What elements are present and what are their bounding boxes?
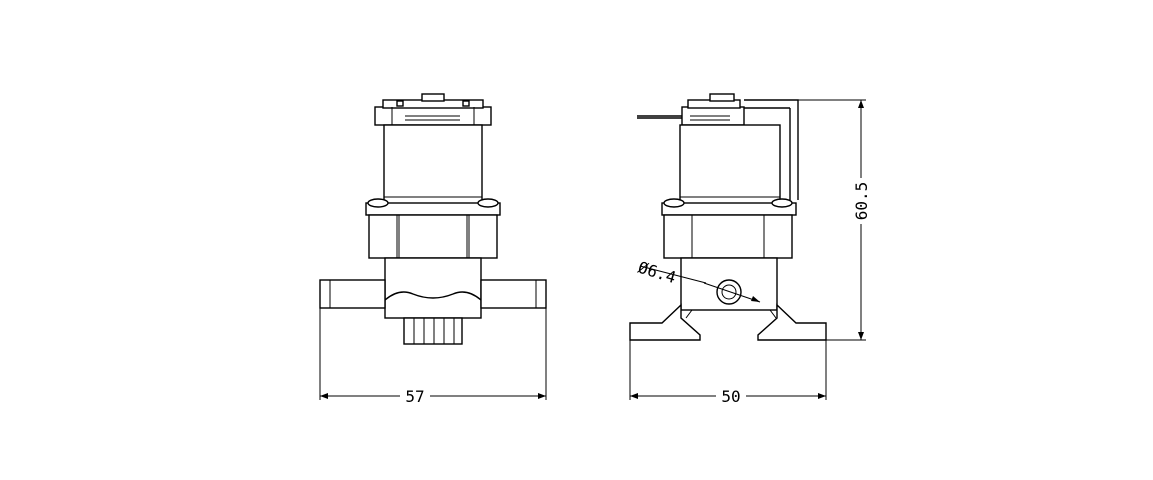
side-width-label: 50	[721, 387, 740, 406]
front-view: 57	[319, 93, 547, 406]
front-flange	[365, 198, 501, 259]
side-wire	[637, 115, 688, 119]
front-valve-body	[384, 257, 482, 319]
port-diameter-label: Ø6.4	[636, 258, 678, 287]
side-base	[629, 303, 827, 341]
side-port	[703, 279, 761, 305]
front-width-label: 57	[405, 387, 424, 406]
side-flange	[661, 198, 797, 259]
front-bottom-nut	[403, 317, 463, 345]
front-width-dimension: 57	[319, 308, 547, 406]
side-width-dimension: 50	[629, 340, 827, 406]
side-coil-cap	[681, 93, 745, 126]
front-pipes	[319, 279, 547, 309]
side-coil-body	[679, 124, 781, 206]
front-coil-cap	[374, 93, 492, 126]
front-coil-body	[383, 124, 483, 206]
height-label: 60.5	[852, 182, 871, 221]
side-view: Ø6.4 50 60.5	[629, 93, 871, 406]
height-dimension: 60.5	[798, 99, 871, 341]
